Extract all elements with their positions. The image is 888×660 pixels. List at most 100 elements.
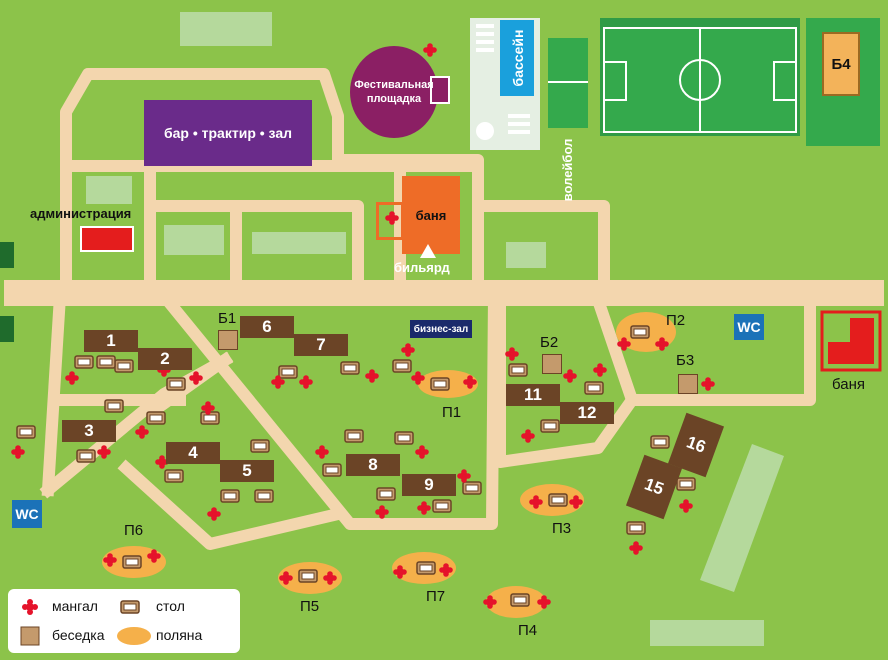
table-icon	[16, 425, 36, 439]
cottage-3: 3	[62, 420, 116, 442]
bath2-label: баня	[832, 376, 865, 393]
festival-stage	[350, 46, 438, 138]
cottage-7: 7	[294, 334, 348, 356]
festival-label: Фестивальная площадка	[354, 79, 434, 105]
billiards-marker-icon	[420, 244, 436, 258]
bar-building: бар • трактир • зал	[144, 100, 312, 166]
administration-label: администрация	[30, 206, 132, 221]
administration-building	[80, 226, 134, 252]
business-hall-label: бизнес-зал	[413, 323, 469, 335]
grill-icon	[563, 369, 577, 383]
billiards-label: бильярд	[394, 260, 450, 275]
grill-icon	[385, 211, 399, 225]
grill-icon	[65, 371, 79, 385]
table-icon	[630, 325, 650, 339]
table-icon	[166, 377, 186, 391]
table-icon	[416, 561, 436, 575]
cottage-4: 4	[166, 442, 220, 464]
pool	[500, 20, 534, 96]
glade-p7-label: П7	[426, 588, 446, 605]
pool-lanes	[476, 24, 494, 52]
business-hall: бизнес-зал	[410, 320, 472, 338]
pool-ball	[476, 122, 494, 140]
grill-icon	[521, 429, 535, 443]
legend-grill-label: мангал	[52, 598, 98, 614]
pool-lanes-lower	[508, 114, 530, 134]
cottage-1: 1	[84, 330, 138, 352]
grill-icon	[617, 337, 631, 351]
legend-gazebo-icon	[20, 626, 40, 646]
grill-icon	[401, 343, 415, 357]
grill-icon	[417, 501, 431, 515]
grill-icon	[279, 571, 293, 585]
grill-icon	[315, 445, 329, 459]
gazebo-b3-label: Б3	[676, 352, 695, 369]
glade-p6-label: П6	[124, 522, 144, 539]
grill-icon	[415, 445, 429, 459]
table-icon	[114, 359, 134, 373]
table-icon	[146, 411, 166, 425]
table-icon	[74, 355, 94, 369]
gazebo-b2-label: Б2	[540, 334, 559, 351]
table-icon	[584, 381, 604, 395]
b4-label: Б4	[831, 55, 851, 73]
grill-icon	[629, 541, 643, 555]
table-icon	[278, 365, 298, 379]
volleyball-label: волейбол	[560, 138, 575, 202]
grill-icon	[701, 377, 715, 391]
table-icon	[322, 463, 342, 477]
legend-gazebo-label: беседка	[52, 627, 105, 643]
gazebo-b2	[542, 354, 562, 374]
legend-grill-icon	[22, 599, 38, 615]
grill-icon	[655, 337, 669, 351]
gazebo-b1-label: Б1	[218, 310, 237, 327]
b4-building: Б4	[822, 32, 860, 96]
table-icon	[298, 569, 318, 583]
cottage-12: 12	[560, 402, 614, 424]
bar-label: бар • трактир • зал	[163, 125, 293, 141]
cottage-6: 6	[240, 316, 294, 338]
grill-icon	[103, 553, 117, 567]
table-icon	[344, 429, 364, 443]
wc-sign-right: WC	[734, 314, 764, 340]
cottage-5: 5	[220, 460, 274, 482]
table-icon	[76, 449, 96, 463]
glade-p3-label: П3	[552, 520, 572, 537]
legend: мангал стол беседка поляна	[8, 589, 240, 653]
grill-icon	[505, 347, 519, 361]
festival-stage-annex	[430, 76, 450, 104]
lawn-patches	[86, 12, 784, 646]
table-icon	[430, 377, 450, 391]
bath-label: баня	[415, 207, 447, 223]
grill-icon	[135, 425, 149, 439]
grill-icon	[537, 595, 551, 609]
table-icon	[462, 481, 482, 495]
legend-glade-icon	[117, 627, 151, 645]
table-icon	[548, 493, 568, 507]
grill-icon	[147, 549, 161, 563]
cottage-11: 11	[506, 384, 560, 406]
grill-icon	[11, 445, 25, 459]
grill-icon	[299, 375, 313, 389]
glade-p1-label: П1	[442, 404, 462, 421]
table-icon	[164, 469, 184, 483]
cottage-2: 2	[138, 348, 192, 370]
glade-p5-label: П5	[300, 598, 320, 615]
grill-icon	[201, 401, 215, 415]
grill-icon	[483, 595, 497, 609]
bath-building: баня	[402, 176, 460, 254]
legend-table-label: стол	[156, 598, 185, 614]
legend-table-icon	[120, 600, 140, 614]
grill-icon	[189, 371, 203, 385]
table-icon	[96, 355, 116, 369]
grill-icon	[323, 571, 337, 585]
table-icon	[376, 487, 396, 501]
cottage-9: 9	[402, 474, 456, 496]
grill-icon	[393, 565, 407, 579]
cottage-8: 8	[346, 454, 400, 476]
grill-icon	[97, 445, 111, 459]
table-icon	[540, 419, 560, 433]
grill-icon	[207, 507, 221, 521]
grill-icon	[375, 505, 389, 519]
